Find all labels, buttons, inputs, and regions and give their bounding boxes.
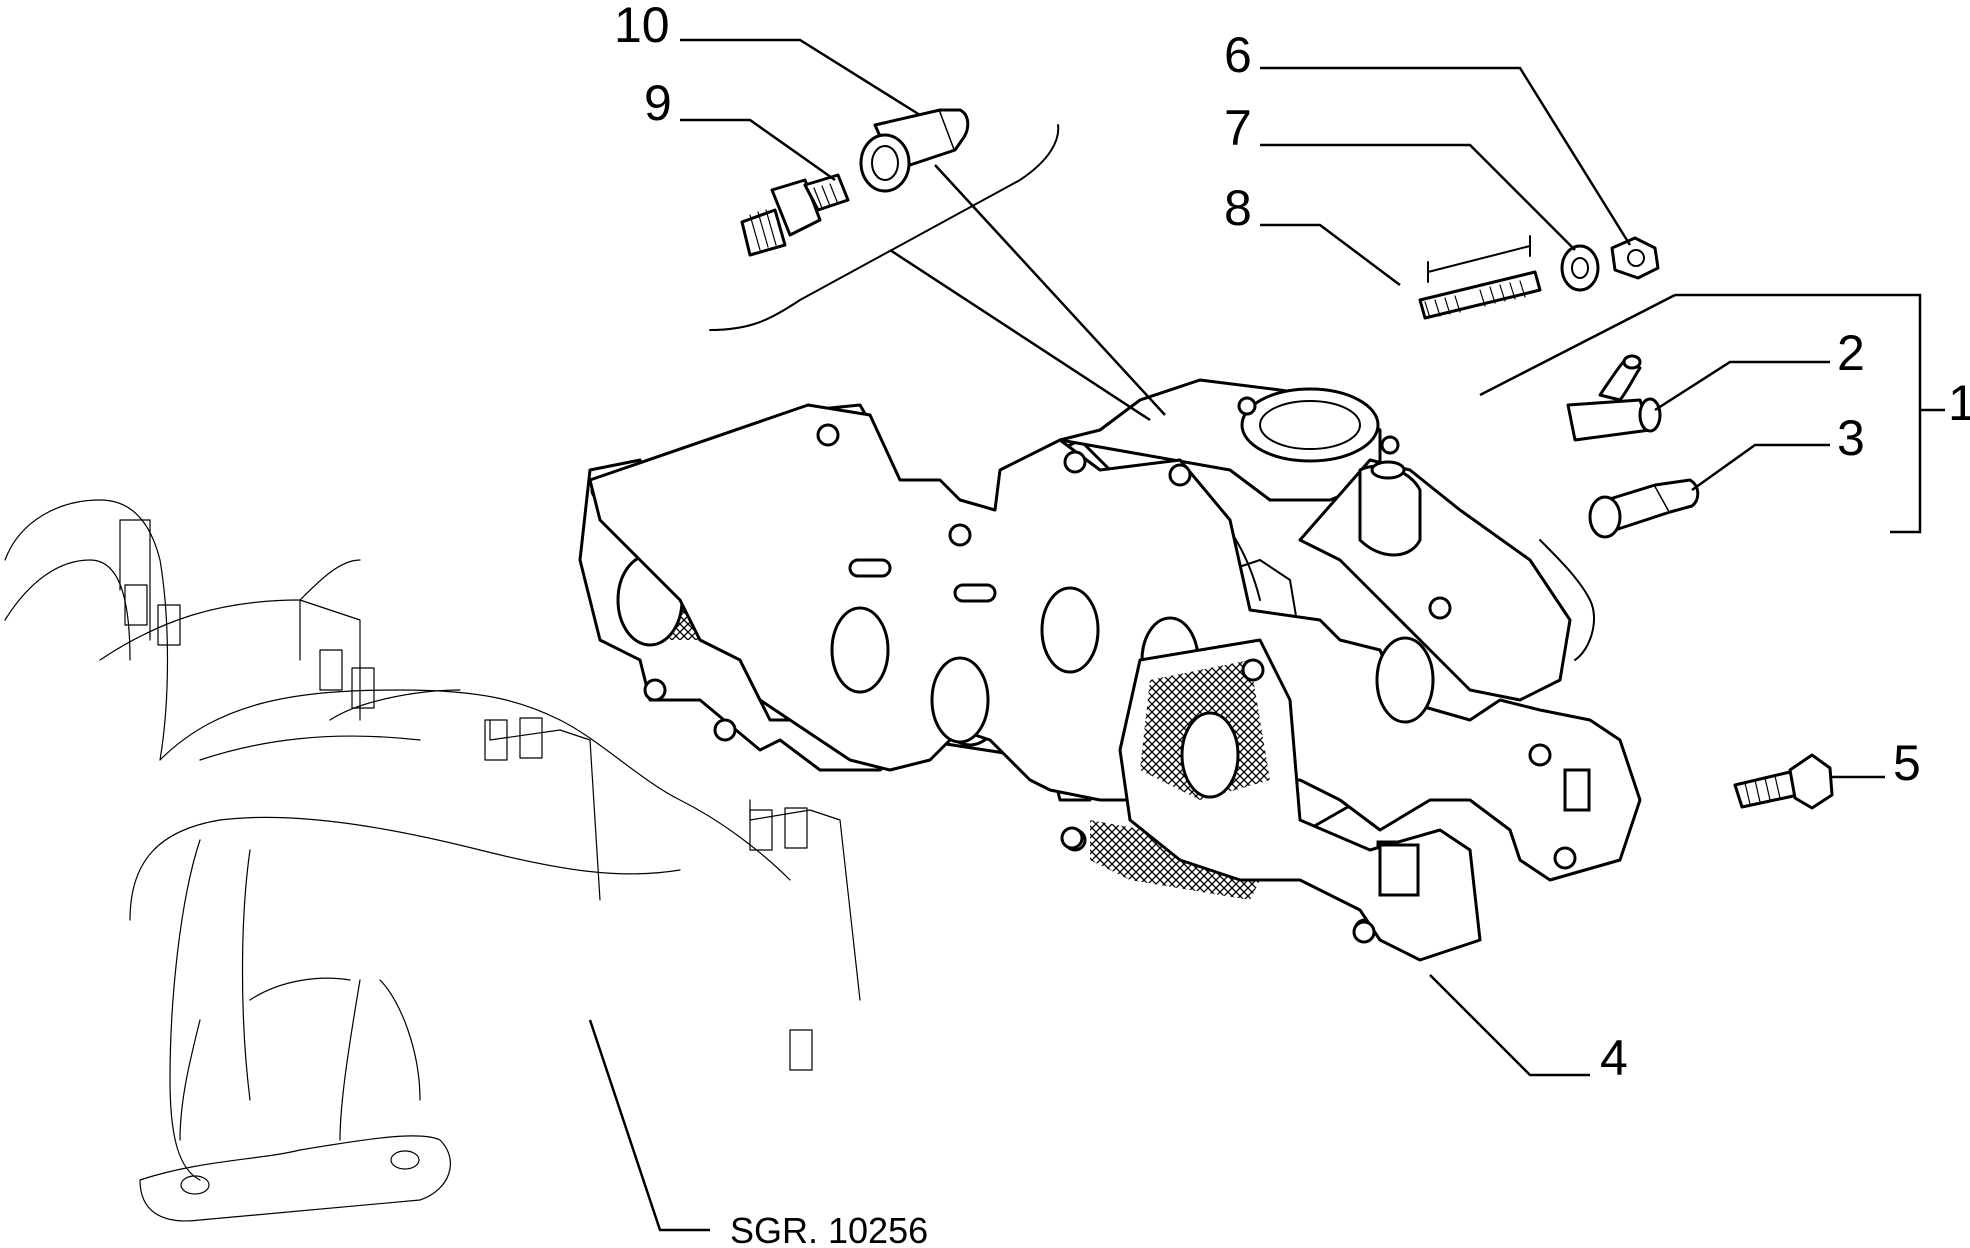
callout-4: 4 xyxy=(1600,1030,1628,1086)
part-5-bolt xyxy=(1735,755,1832,808)
callout-8: 8 xyxy=(1224,180,1252,236)
part-8-stud xyxy=(1420,236,1540,318)
callout-10: 10 xyxy=(614,0,670,53)
callout-5: 5 xyxy=(1893,735,1921,791)
part-9-stud-nut xyxy=(742,175,848,255)
part-3-plug xyxy=(1590,480,1698,537)
part-6-nut xyxy=(1612,238,1658,278)
callout-9: 9 xyxy=(644,75,672,131)
drawing-reference: SGR. 10256 xyxy=(730,1210,928,1248)
callout-1: 1 xyxy=(1948,375,1970,431)
callout-3: 3 xyxy=(1837,410,1865,466)
callout-7: 7 xyxy=(1224,100,1252,156)
part-7-washer xyxy=(1562,246,1598,290)
part-2-hose-fitting xyxy=(1568,356,1660,440)
part-10-bushing xyxy=(861,110,968,191)
callout-6: 6 xyxy=(1224,27,1252,83)
callout-2: 2 xyxy=(1837,325,1865,381)
